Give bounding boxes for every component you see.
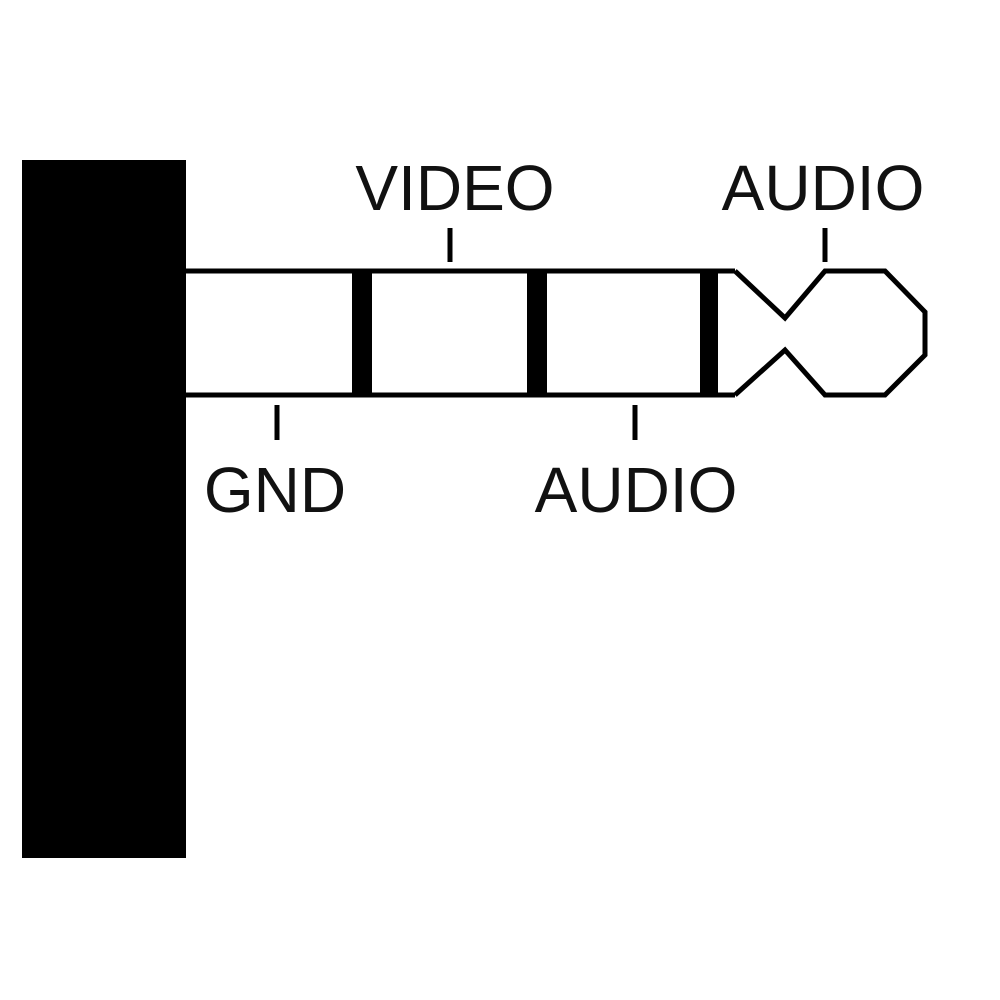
leader-ticks bbox=[274, 228, 828, 440]
label-gnd: GND bbox=[204, 454, 346, 526]
ring-insulators bbox=[352, 271, 718, 395]
insulator-3 bbox=[700, 271, 718, 395]
label-audio-tip: AUDIO bbox=[722, 152, 925, 224]
plug-tip bbox=[733, 268, 928, 398]
plug-shaft bbox=[186, 268, 928, 398]
insulator-1 bbox=[352, 271, 372, 395]
plug-handle bbox=[22, 160, 186, 858]
insulator-2 bbox=[527, 271, 547, 395]
label-audio-ring: AUDIO bbox=[535, 454, 738, 526]
label-video: VIDEO bbox=[355, 152, 554, 224]
